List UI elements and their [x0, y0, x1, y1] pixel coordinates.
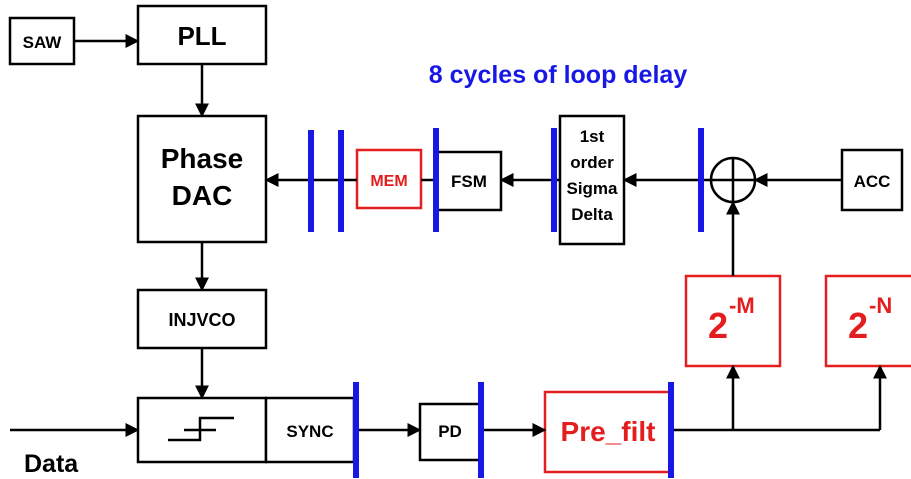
- mem-label: MEM: [370, 173, 407, 190]
- pll-label: PLL: [177, 21, 226, 51]
- sync-label: SYNC: [286, 422, 333, 441]
- fsm-block: [435, 150, 503, 212]
- pll-block: [136, 4, 268, 66]
- scale-n-base: 2: [848, 305, 868, 346]
- diagram-title: 8 cycles of loop delay: [429, 61, 688, 89]
- pd-label: PD: [438, 422, 462, 441]
- sigma-delta-label-1: 1st: [580, 127, 605, 146]
- phase-dac-label-2: DAC: [172, 180, 233, 211]
- data-input-label: Data: [24, 450, 79, 478]
- saw-label: SAW: [23, 33, 63, 52]
- scale-n-block: [824, 274, 911, 368]
- scale-m-block: [684, 274, 782, 368]
- sigma-delta-label-3: Sigma: [566, 179, 618, 198]
- sigma-delta-label-2: order: [570, 153, 614, 172]
- fsm-label: FSM: [451, 172, 487, 191]
- saw-block: [8, 16, 76, 66]
- phase-dac-block: [136, 114, 268, 244]
- injvco-label: INJVCO: [168, 310, 235, 330]
- scale-m-base: 2: [708, 305, 728, 346]
- phase-dac-label-1: Phase: [161, 143, 244, 174]
- sigma-delta-label-4: Delta: [571, 205, 613, 224]
- scale-m-exp: -M: [729, 293, 755, 318]
- acc-label: ACC: [854, 172, 891, 191]
- sync-block: [264, 396, 356, 464]
- pre-filt-label: Pre_filt: [561, 416, 656, 447]
- scale-n-exp: -N: [869, 293, 892, 318]
